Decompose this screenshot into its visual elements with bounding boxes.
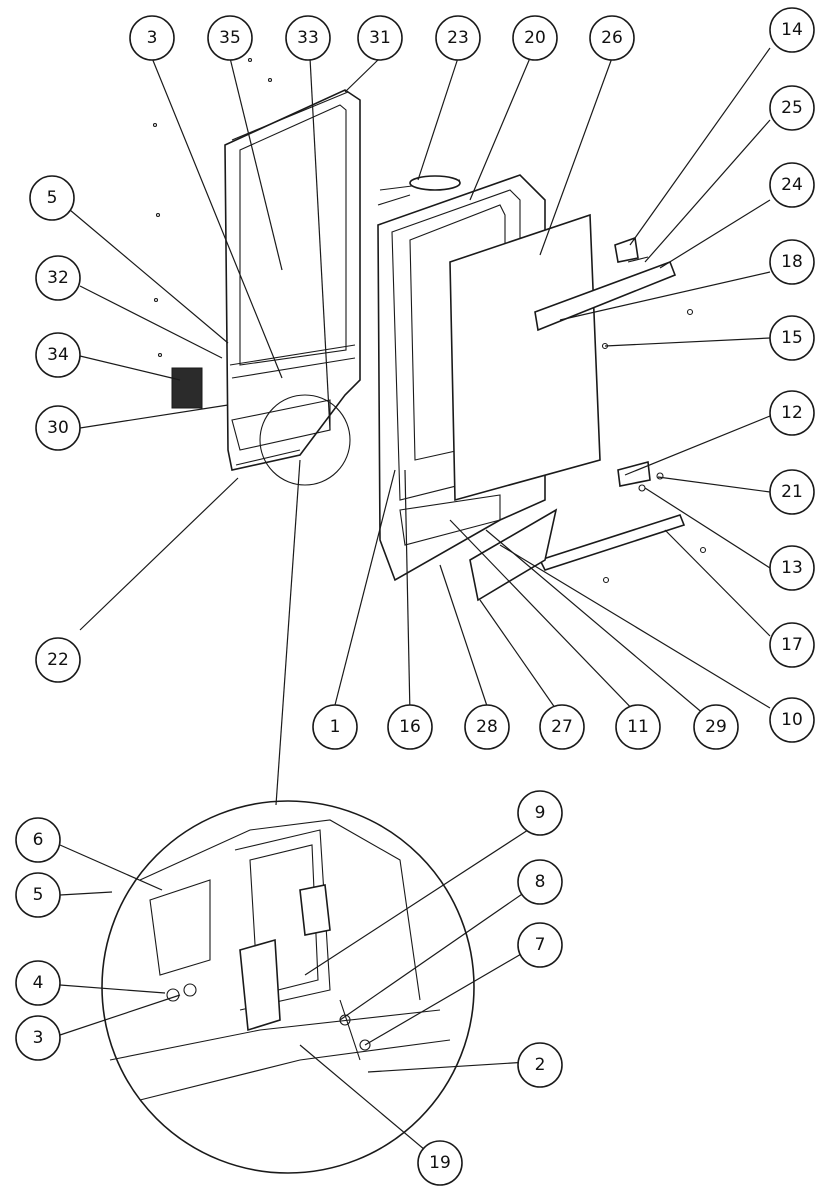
callout-5-top: 5 <box>29 175 75 221</box>
callout-label: 6 <box>33 830 44 850</box>
callout-16: 16 <box>387 704 433 750</box>
callout-label: 21 <box>781 482 803 502</box>
callout-label: 32 <box>47 268 69 288</box>
callout-33: 33 <box>285 15 331 61</box>
callout-27: 27 <box>539 704 585 750</box>
callout-label: 11 <box>627 717 649 737</box>
callout-18: 18 <box>769 239 815 285</box>
callout-35: 35 <box>207 15 253 61</box>
callout-label: 17 <box>781 635 803 655</box>
callout-label: 29 <box>705 717 727 737</box>
callout-label: 14 <box>781 20 803 40</box>
callout-label: 26 <box>601 28 623 48</box>
callout-5-detail: 5 <box>15 872 61 918</box>
callout-label: 33 <box>297 28 319 48</box>
callout-3-top: 3 <box>129 15 175 61</box>
callout-label: 10 <box>781 710 803 730</box>
strip-18 <box>534 260 677 332</box>
callout-15: 15 <box>769 315 815 361</box>
callout-30: 30 <box>35 405 81 451</box>
callout-label: 3 <box>33 1028 44 1048</box>
callout-12: 12 <box>769 390 815 436</box>
callout-label: 3 <box>147 28 158 48</box>
hinge-12 <box>617 460 664 492</box>
callout-label: 8 <box>535 872 546 892</box>
callout-label: 12 <box>781 403 803 423</box>
callout-8: 8 <box>517 859 563 905</box>
callout-10: 10 <box>769 697 815 743</box>
grill-34-shape <box>171 367 203 409</box>
callout-14: 14 <box>769 7 815 53</box>
callout-label: 22 <box>47 650 69 670</box>
callout-label: 34 <box>47 345 69 365</box>
callout-label: 23 <box>447 28 469 48</box>
door-frame-assembly <box>152 57 361 471</box>
callout-17: 17 <box>769 622 815 668</box>
callout-label: 35 <box>219 28 241 48</box>
callout-2: 2 <box>517 1042 563 1088</box>
callout-label: 30 <box>47 418 69 438</box>
callout-label: 16 <box>399 717 421 737</box>
callout-9: 9 <box>517 790 563 836</box>
callout-1: 1 <box>312 704 358 750</box>
callout-19: 19 <box>417 1140 463 1186</box>
callout-20: 20 <box>512 15 558 61</box>
plate-10 <box>469 508 558 602</box>
callout-label: 28 <box>476 717 498 737</box>
callout-24: 24 <box>769 162 815 208</box>
callout-label: 15 <box>781 328 803 348</box>
callout-34: 34 <box>35 332 81 378</box>
callout-23: 23 <box>435 15 481 61</box>
callout-28: 28 <box>464 704 510 750</box>
callout-6: 6 <box>15 817 61 863</box>
callout-label: 24 <box>781 175 803 195</box>
callout-32: 32 <box>35 255 81 301</box>
callout-label: 20 <box>524 28 546 48</box>
callout-label: 31 <box>369 28 391 48</box>
callout-25: 25 <box>769 85 815 131</box>
callout-26: 26 <box>589 15 635 61</box>
callout-4: 4 <box>15 960 61 1006</box>
cover-sheet-26 <box>449 213 601 502</box>
callout-3-detail: 3 <box>15 1015 61 1061</box>
bracket-14 <box>614 236 649 263</box>
callout-7: 7 <box>517 922 563 968</box>
callout-label: 27 <box>551 717 573 737</box>
callout-label: 19 <box>429 1153 451 1173</box>
callout-11: 11 <box>615 704 661 750</box>
callout-label: 13 <box>781 558 803 578</box>
detail-leaders <box>259 394 351 806</box>
detail-view-circle <box>101 800 475 1174</box>
callouts: 3 35 33 31 23 20 26 14 25 24 18 15 12 21… <box>15 7 815 1186</box>
leader-lines <box>59 47 771 1151</box>
callout-label: 9 <box>535 803 546 823</box>
callout-label: 7 <box>535 935 546 955</box>
callout-13: 13 <box>769 545 815 591</box>
lower-bar-17 <box>538 514 686 571</box>
callout-label: 1 <box>330 717 341 737</box>
callout-label: 4 <box>33 973 44 993</box>
callout-21: 21 <box>769 469 815 515</box>
callout-label: 5 <box>47 188 58 208</box>
callout-label: 18 <box>781 252 803 272</box>
callout-label: 25 <box>781 98 803 118</box>
callout-29: 29 <box>693 704 739 750</box>
callout-31: 31 <box>357 15 403 61</box>
callout-label: 2 <box>535 1055 546 1075</box>
callout-label: 5 <box>33 885 44 905</box>
callout-22: 22 <box>35 637 81 683</box>
